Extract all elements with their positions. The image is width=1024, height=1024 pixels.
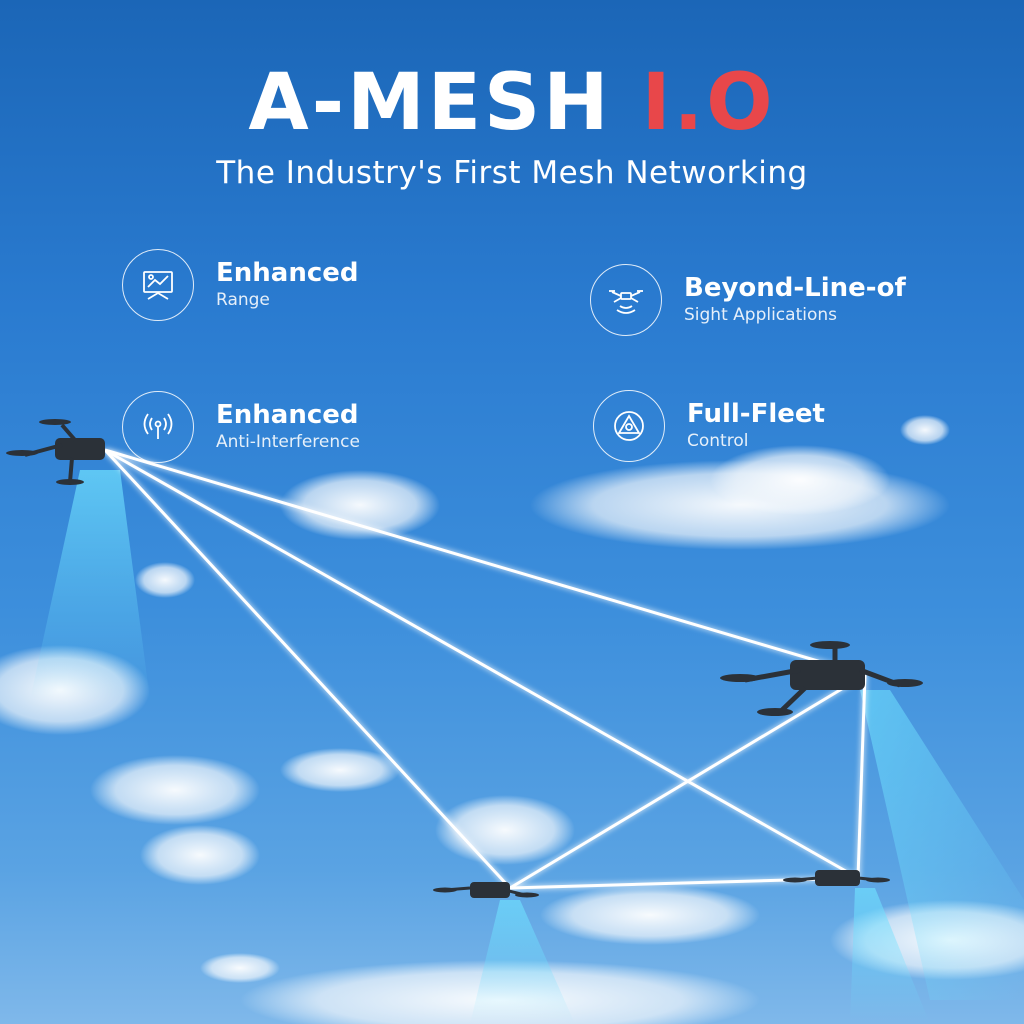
antenna-signal-icon bbox=[122, 391, 194, 463]
feature-subtitle: Range bbox=[216, 290, 270, 310]
headline-version: I.O bbox=[641, 58, 776, 148]
feature-text: Beyond-Line-of Sight Applications bbox=[684, 273, 906, 327]
drone-right bbox=[720, 641, 923, 716]
feature-text: Full-Fleet Control bbox=[687, 399, 825, 453]
feature-title: Enhanced bbox=[216, 258, 359, 288]
feature-title: Enhanced bbox=[216, 400, 359, 430]
feature-text: Enhanced Range bbox=[216, 258, 359, 312]
feature-subtitle: Sight Applications bbox=[684, 305, 837, 325]
feature-title: Full-Fleet bbox=[687, 399, 825, 429]
headline-main: A-MESH bbox=[248, 58, 612, 148]
fleet-triangle-icon bbox=[593, 390, 665, 462]
drone-left bbox=[6, 419, 105, 485]
drone-beams bbox=[30, 470, 1024, 1024]
mesh-links bbox=[103, 448, 867, 890]
feature-full-fleet-control: Full-Fleet Control bbox=[593, 390, 825, 462]
feature-subtitle: Control bbox=[687, 431, 749, 451]
feature-beyond-line-of-sight: Beyond-Line-of Sight Applications bbox=[590, 264, 906, 336]
subtitle: The Industry's First Mesh Networking bbox=[216, 155, 808, 191]
drone-signal-icon bbox=[590, 264, 662, 336]
drone-bottom-right bbox=[783, 870, 890, 886]
feature-title: Beyond-Line-of bbox=[684, 273, 906, 303]
feature-enhanced-anti-interference: Enhanced Anti-Interference bbox=[122, 391, 360, 463]
headline: A-MESH I.O bbox=[0, 58, 1024, 148]
range-screen-icon bbox=[122, 249, 194, 321]
drone-bottom-center bbox=[433, 882, 539, 898]
feature-subtitle: Anti-Interference bbox=[216, 432, 360, 452]
feature-text: Enhanced Anti-Interference bbox=[216, 400, 360, 454]
feature-enhanced-range: Enhanced Range bbox=[122, 249, 359, 321]
